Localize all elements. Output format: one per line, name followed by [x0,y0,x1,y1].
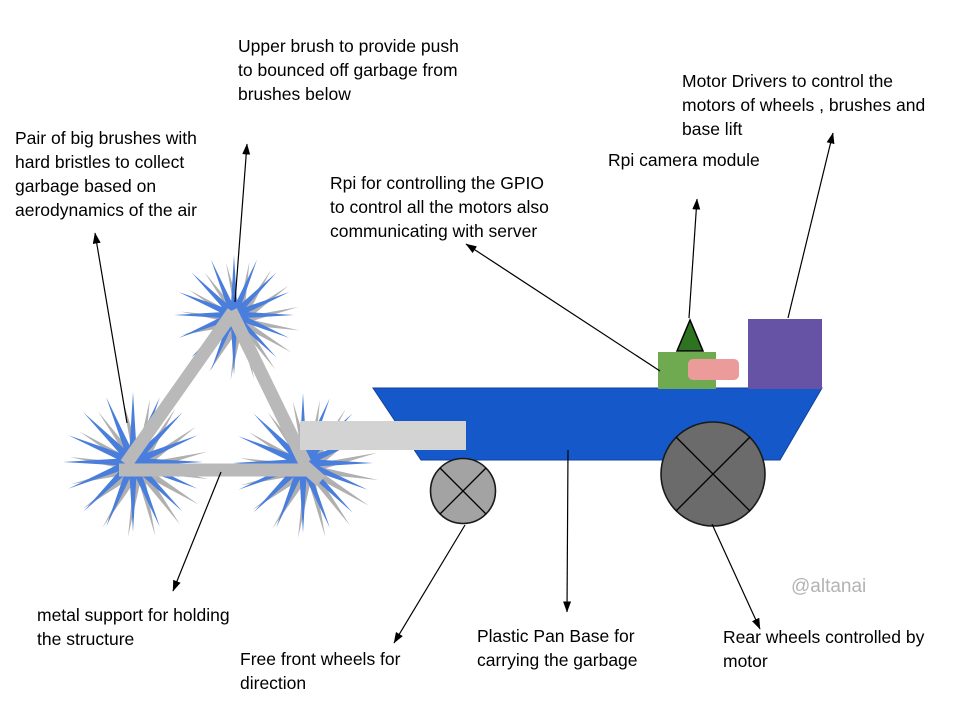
arrow-rear-wheels [711,523,761,630]
arrow-motor-drivers [787,132,835,319]
arrow-metal-support [172,471,222,592]
arrow-rpi-gpio [465,243,661,372]
metal-support-frame [119,308,326,486]
label-front-wheels: Free front wheels for direction [240,649,401,693]
label-metal-support: metal support for holding the structure [37,605,230,649]
watermark: @altanai [791,576,867,597]
label-rpi-camera: Rpi camera module [608,150,760,170]
label-rear-wheels: Rear wheels controlled by motor [723,627,925,671]
arrow-big-brushes [92,232,128,424]
front-wheel [429,457,497,525]
arrow-front-wheels [393,524,466,644]
label-pan-base: Plastic Pan Base for carrying the garbag… [477,626,638,670]
motor-driver-box [748,319,822,389]
frame-left-edge [120,308,239,468]
label-big-brushes: Pair of big brushes with hard bristles t… [15,128,197,220]
rear-wheel [660,421,766,527]
label-upper-brush: Upper brush to provide push to bounced o… [238,36,459,104]
arrow-rpi-camera [688,198,701,319]
label-motor-drivers: Motor Drivers to control the motors of w… [682,71,926,139]
annotation-arrows [92,132,835,644]
connector-bar [300,421,466,450]
camera-module-icon [675,318,705,352]
arrow-pan-base [563,449,572,613]
frame-corner-stub [297,459,326,486]
frame-right-edge [225,308,311,466]
arrow-upper-brush [234,143,251,303]
pink-module [688,359,739,380]
label-rpi-gpio: Rpi for controlling the GPIO to control … [330,173,549,241]
